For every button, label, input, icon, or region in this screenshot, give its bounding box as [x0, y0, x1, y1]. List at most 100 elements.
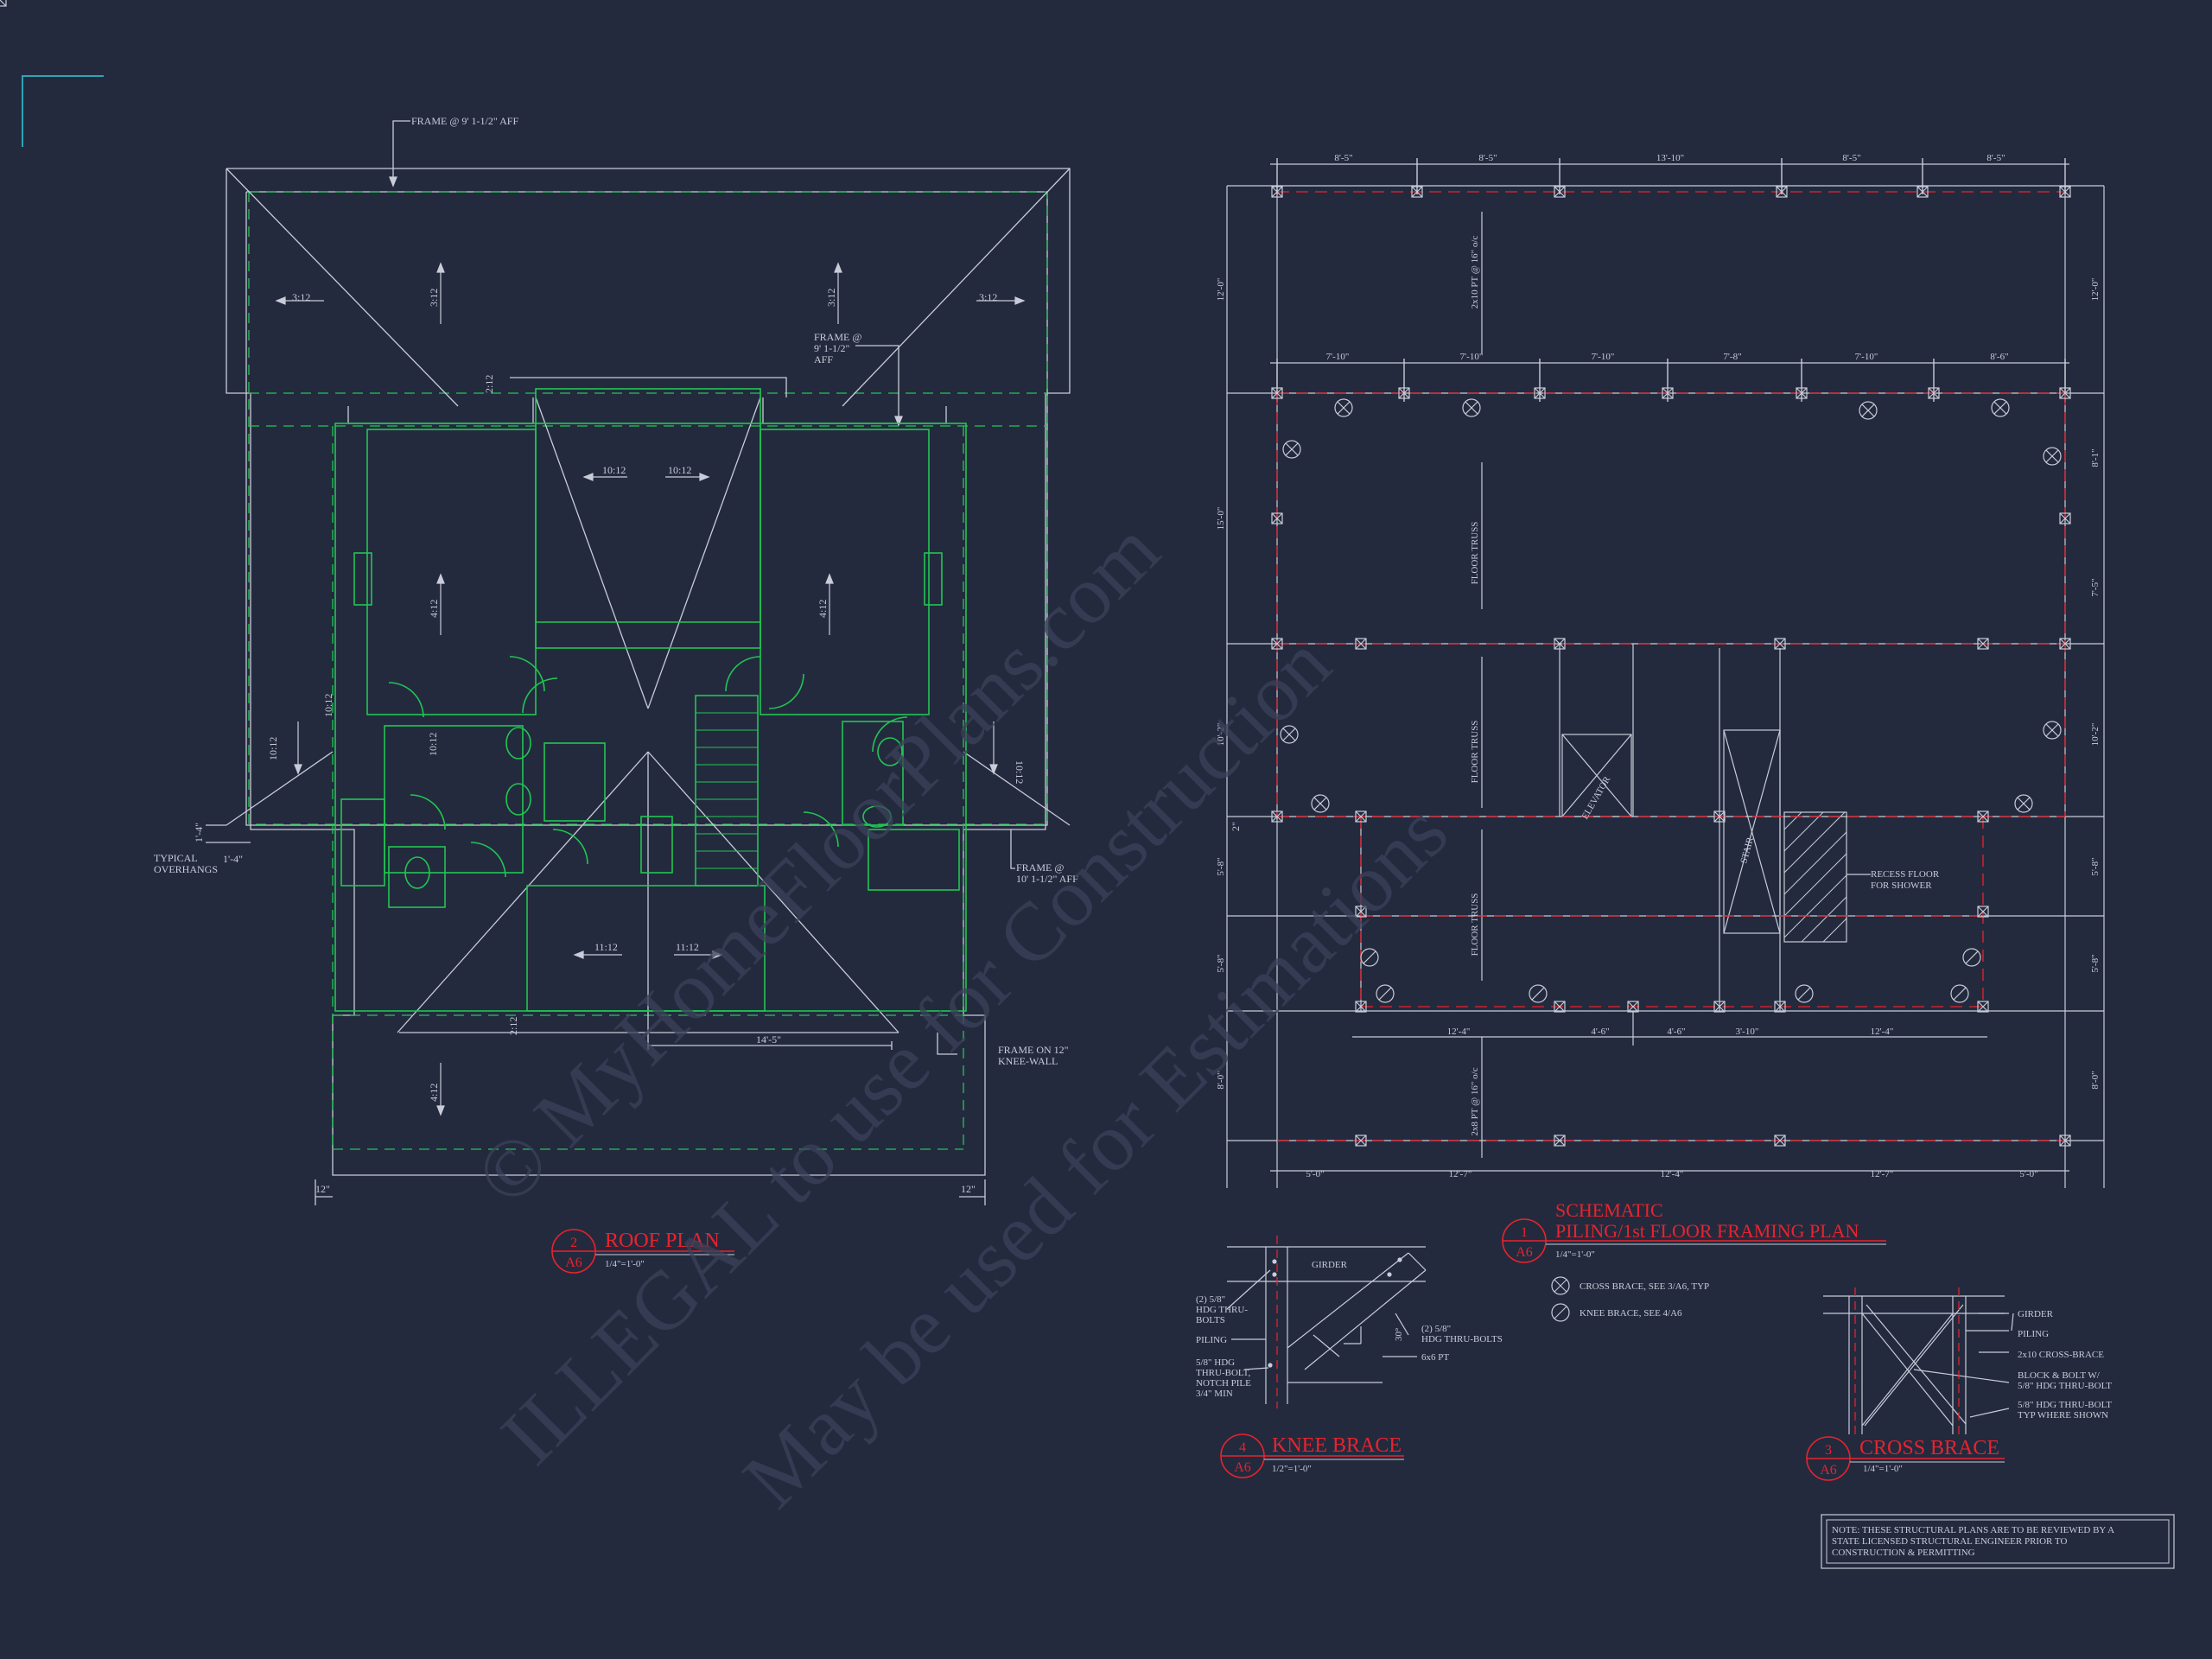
dim-top: 8'-5" [1842, 153, 1860, 163]
pile-markers [0, 0, 7, 7]
pile-marker [1928, 387, 1940, 399]
slope-label: 2:12 [507, 1017, 519, 1035]
dim-overhang: 1'-4" [193, 823, 205, 842]
slope-label: 3:12 [825, 289, 837, 307]
dim-right: 12'-0" [2090, 278, 2101, 302]
roof-plan-title-block: 2 A6 ROOF PLAN 1/4"=1'-0" [551, 1229, 734, 1274]
cb-block-2: 5/8" HDG THRU-BOLT [2018, 1381, 2112, 1391]
floor-truss-label: FLOOR TRUSS [1470, 893, 1480, 957]
kb-angle: 30° [1394, 1328, 1404, 1341]
cross-brace-symbol [1462, 398, 1481, 417]
pile-marker [1627, 1001, 1639, 1013]
pile-marker [1776, 186, 1788, 198]
note-line-3: CONSTRUCTION & PERMITTING [1832, 1548, 1975, 1558]
pile-marker [1271, 186, 1283, 198]
pile-set [1271, 186, 2071, 1147]
pile-marker [1534, 387, 1546, 399]
dim-right: 7'-5" [2090, 578, 2101, 596]
pile-marker [1554, 1135, 1566, 1147]
pile-marker [1977, 810, 1989, 823]
roof-plan-number: 2 [570, 1236, 577, 1250]
kb-title: KNEE BRACE [1272, 1434, 1402, 1457]
callout-frame-mid-1: FRAME @ [814, 331, 861, 343]
pile-marker [1271, 512, 1283, 524]
dim-left: 5'-8" [1216, 954, 1226, 972]
slope-label: 10:12 [427, 733, 439, 756]
dim-left: 5'-8" [1216, 857, 1226, 875]
callout-frame-right-2: 10' 1-1/2" AFF [1016, 873, 1078, 885]
cross-brace-symbol [2014, 794, 2033, 813]
cross-brace-symbol [1311, 794, 1330, 813]
slope-label: 4:12 [428, 1084, 440, 1102]
dim-bottom: 5'-0" [1306, 1169, 1324, 1179]
cross-brace-symbol [1282, 440, 1301, 459]
kb-bolts-3: BOLTS [1196, 1315, 1225, 1325]
dim-row2: 8'-6" [1990, 352, 2008, 362]
pile-marker [1355, 1001, 1367, 1013]
slope-label: 11:12 [676, 941, 699, 953]
slope-label: 11:12 [594, 941, 618, 953]
legend-cross-brace: CROSS BRACE, SEE 3/A6, TYP [1580, 1281, 1709, 1292]
dim-row2: 7'-10" [1592, 352, 1615, 362]
knee-brace-symbol [1795, 984, 1814, 1003]
cross-brace-symbol [1280, 725, 1299, 744]
kb-scale: 1/2"=1'-0" [1272, 1464, 1312, 1474]
pile-marker [1796, 387, 1808, 399]
knee-brace-symbol [1360, 948, 1379, 967]
dim-top: 13'-10" [1656, 153, 1684, 163]
pile-marker [2059, 1135, 2071, 1147]
cross-brace-symbol [1334, 398, 1353, 417]
joist-spec-top: 2x10 PT @ 16" o/c [1470, 236, 1480, 309]
pile-marker [2059, 638, 2071, 650]
pile-marker [1355, 810, 1367, 823]
cb-number: 3 [1825, 1443, 1832, 1458]
cross-brace-symbol [1859, 401, 1878, 420]
cross-brace-symbol [2043, 721, 2062, 740]
kb-piling: PILING [1196, 1335, 1227, 1345]
knee-brace-symbol [1962, 948, 1981, 967]
typical-overhangs-1: TYPICAL [154, 852, 198, 864]
recess-note-2: FOR SHOWER [1871, 880, 1932, 891]
cb-girder: GIRDER [2018, 1309, 2054, 1319]
callout-frame-mid-3: AFF [814, 353, 833, 365]
callout-frame-mid-2: 9' 1-1/2" [814, 342, 849, 354]
dim-inner: 12'-4" [1871, 1027, 1894, 1037]
cb-thru-1: 5/8" HDG THRU-BOLT [2018, 1400, 2112, 1410]
pile-marker [1662, 387, 1674, 399]
dim-inner: 4'-6" [1591, 1027, 1609, 1037]
legend-knee-brace: KNEE BRACE, SEE 4/A6 [1580, 1308, 1682, 1319]
cross-brace-symbol [1991, 398, 2010, 417]
dim-bottom: 12'-7" [1449, 1169, 1472, 1179]
pile-marker [1271, 638, 1283, 650]
slope-label: 10:12 [602, 464, 626, 476]
callout-knee-2: KNEE-WALL [998, 1055, 1058, 1067]
kb-note-3: NOTCH PILE [1196, 1378, 1251, 1389]
note-line-2: STATE LICENSED STRUCTURAL ENGINEER PRIOR… [1832, 1536, 2067, 1547]
cb-thru-2: TYP WHERE SHOWN [2018, 1410, 2108, 1421]
pile-marker [1774, 1135, 1786, 1147]
pile-marker [2059, 186, 2071, 198]
floor-truss-label: FLOOR TRUSS [1470, 522, 1480, 585]
framing-plan-sheet: A6 [1516, 1245, 1533, 1260]
framing-plan-title-block: 1 A6 SCHEMATIC PILING/1st FLOOR FRAMING … [1502, 1199, 1886, 1322]
kb-right-2: HDG THRU-BOLTS [1421, 1334, 1503, 1344]
cb-block-1: BLOCK & BOLT W/ [2018, 1370, 2101, 1381]
dim-2in: 2" [1230, 822, 1242, 831]
roof-plan-scale: 1/4"=1'-0" [605, 1259, 645, 1269]
dim-left: 8'-0" [1216, 1071, 1226, 1089]
pile-marker [1977, 906, 1989, 918]
dim-right: 8'-0" [2090, 1071, 2101, 1089]
dim-bottom: 5'-0" [2019, 1169, 2037, 1179]
dim-right: 8'-1" [2090, 448, 2101, 467]
pile-marker [1355, 638, 1367, 650]
pile-marker [1977, 1001, 1989, 1013]
kb-note-2: THRU-BOLT, [1196, 1368, 1251, 1378]
floor-plan-overlay [334, 388, 967, 1012]
callout-frame-right-1: FRAME @ [1016, 861, 1064, 874]
pile-marker [1977, 638, 1989, 650]
dim-12in: 12" [315, 1183, 330, 1195]
dim-bottom: 12'-7" [1871, 1169, 1894, 1179]
kb-note-1: 5/8" HDG [1196, 1357, 1235, 1368]
dim-overhang: 1'-4" [223, 853, 243, 865]
cb-scale: 1/4"=1'-0" [1863, 1464, 1903, 1474]
